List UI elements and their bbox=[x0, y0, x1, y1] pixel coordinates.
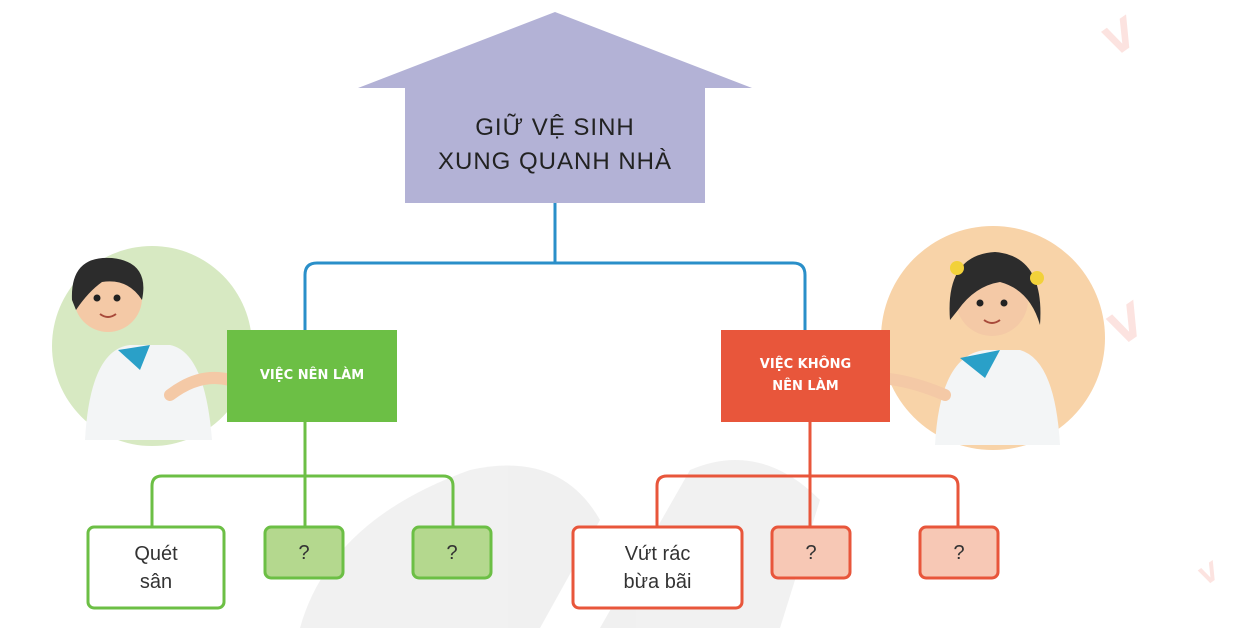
good-leaf-2-label: ? bbox=[298, 541, 310, 564]
good-leaf-box-2 bbox=[263, 525, 345, 580]
bad-leaf-3: ? bbox=[920, 527, 998, 578]
good-category-label: VIỆC NÊN LÀM bbox=[259, 368, 365, 383]
root-house-shape bbox=[358, 12, 752, 203]
bad-leaf-1: Vứt rác bừa bãi bbox=[573, 527, 742, 608]
good-leaf-3-label: ? bbox=[446, 541, 458, 564]
bad-leaf-2-label: ? bbox=[805, 541, 817, 564]
root-connector bbox=[303, 203, 807, 330]
good-leaf-box-1 bbox=[86, 525, 226, 610]
good-leaf-1: Quét sân bbox=[88, 527, 224, 608]
good-leaf-3: ? bbox=[413, 527, 491, 578]
good-leaf-box-3 bbox=[411, 525, 493, 580]
good-category-box bbox=[227, 330, 397, 422]
bad-leaf-1-line-2: bừa bãi bbox=[623, 570, 692, 593]
root-title: GIỮ VỆ SINH XUNG QUANH NHÀ bbox=[405, 100, 705, 190]
bad-leaf-box-2 bbox=[770, 525, 852, 580]
bad-category-label-box: VIỆC KHÔNG NÊN LÀM bbox=[721, 330, 890, 422]
bad-category-label-line-1: VIỆC KHÔNG bbox=[759, 357, 852, 372]
good-leaf-1-line-1: Quét bbox=[134, 542, 178, 565]
bad-leaf-3-label: ? bbox=[953, 541, 965, 564]
bad-leaf-1-line-1: Vứt rác bbox=[624, 542, 691, 565]
good-leaf-2: ? bbox=[265, 527, 343, 578]
boy-avatar-icon bbox=[52, 246, 252, 446]
girl-avatar-icon bbox=[874, 226, 1105, 450]
bad-category-box bbox=[721, 330, 890, 422]
root-title-line-2: XUNG QUANH NHÀ bbox=[437, 148, 673, 175]
bad-category-label-line-2: NÊN LÀM bbox=[772, 379, 839, 394]
bad-leaf-box-1 bbox=[571, 525, 744, 610]
bad-branch-connector bbox=[655, 422, 960, 527]
bad-leaf-box-3 bbox=[918, 525, 1000, 580]
good-branch-connector bbox=[150, 422, 455, 527]
good-leaf-1-line-2: sân bbox=[139, 570, 173, 593]
root-title-line-1: GIỮ VỆ SINH bbox=[475, 114, 635, 141]
bad-leaf-2: ? bbox=[772, 527, 850, 578]
good-category-label-box: VIỆC NÊN LÀM bbox=[227, 330, 397, 422]
